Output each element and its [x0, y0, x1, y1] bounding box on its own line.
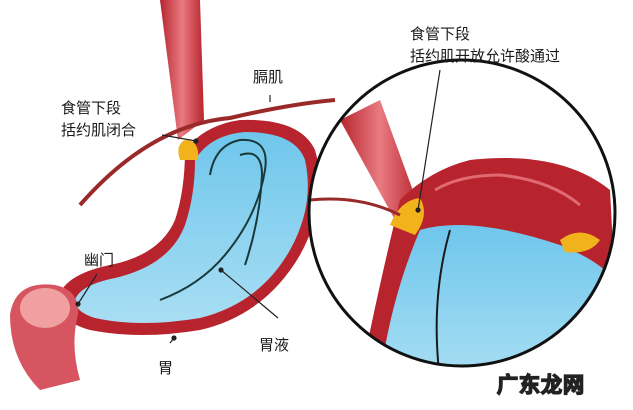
label-diaphragm: 膈肌: [253, 68, 284, 86]
label-les-open-2: 括约肌开放允许酸通过: [410, 47, 561, 65]
diaphragm-muscle: [78, 98, 336, 207]
label-les-closed-2: 括约肌闭合: [61, 121, 137, 139]
leader-lines: [75, 69, 441, 344]
label-gastric-juice: 胃液: [259, 336, 290, 354]
left-esophagus: [160, 0, 204, 140]
left-stomach: [58, 119, 320, 335]
watermark: 广东龙网: [496, 372, 585, 397]
label-les-open-1: 食管下段: [410, 25, 471, 43]
label-stomach: 胃: [158, 359, 174, 377]
left-duodenum: [10, 284, 80, 390]
label-les-closed-1: 食管下段: [61, 99, 122, 117]
label-pylorus: 幽门: [84, 251, 115, 269]
magnified-circle: [307, 58, 617, 368]
